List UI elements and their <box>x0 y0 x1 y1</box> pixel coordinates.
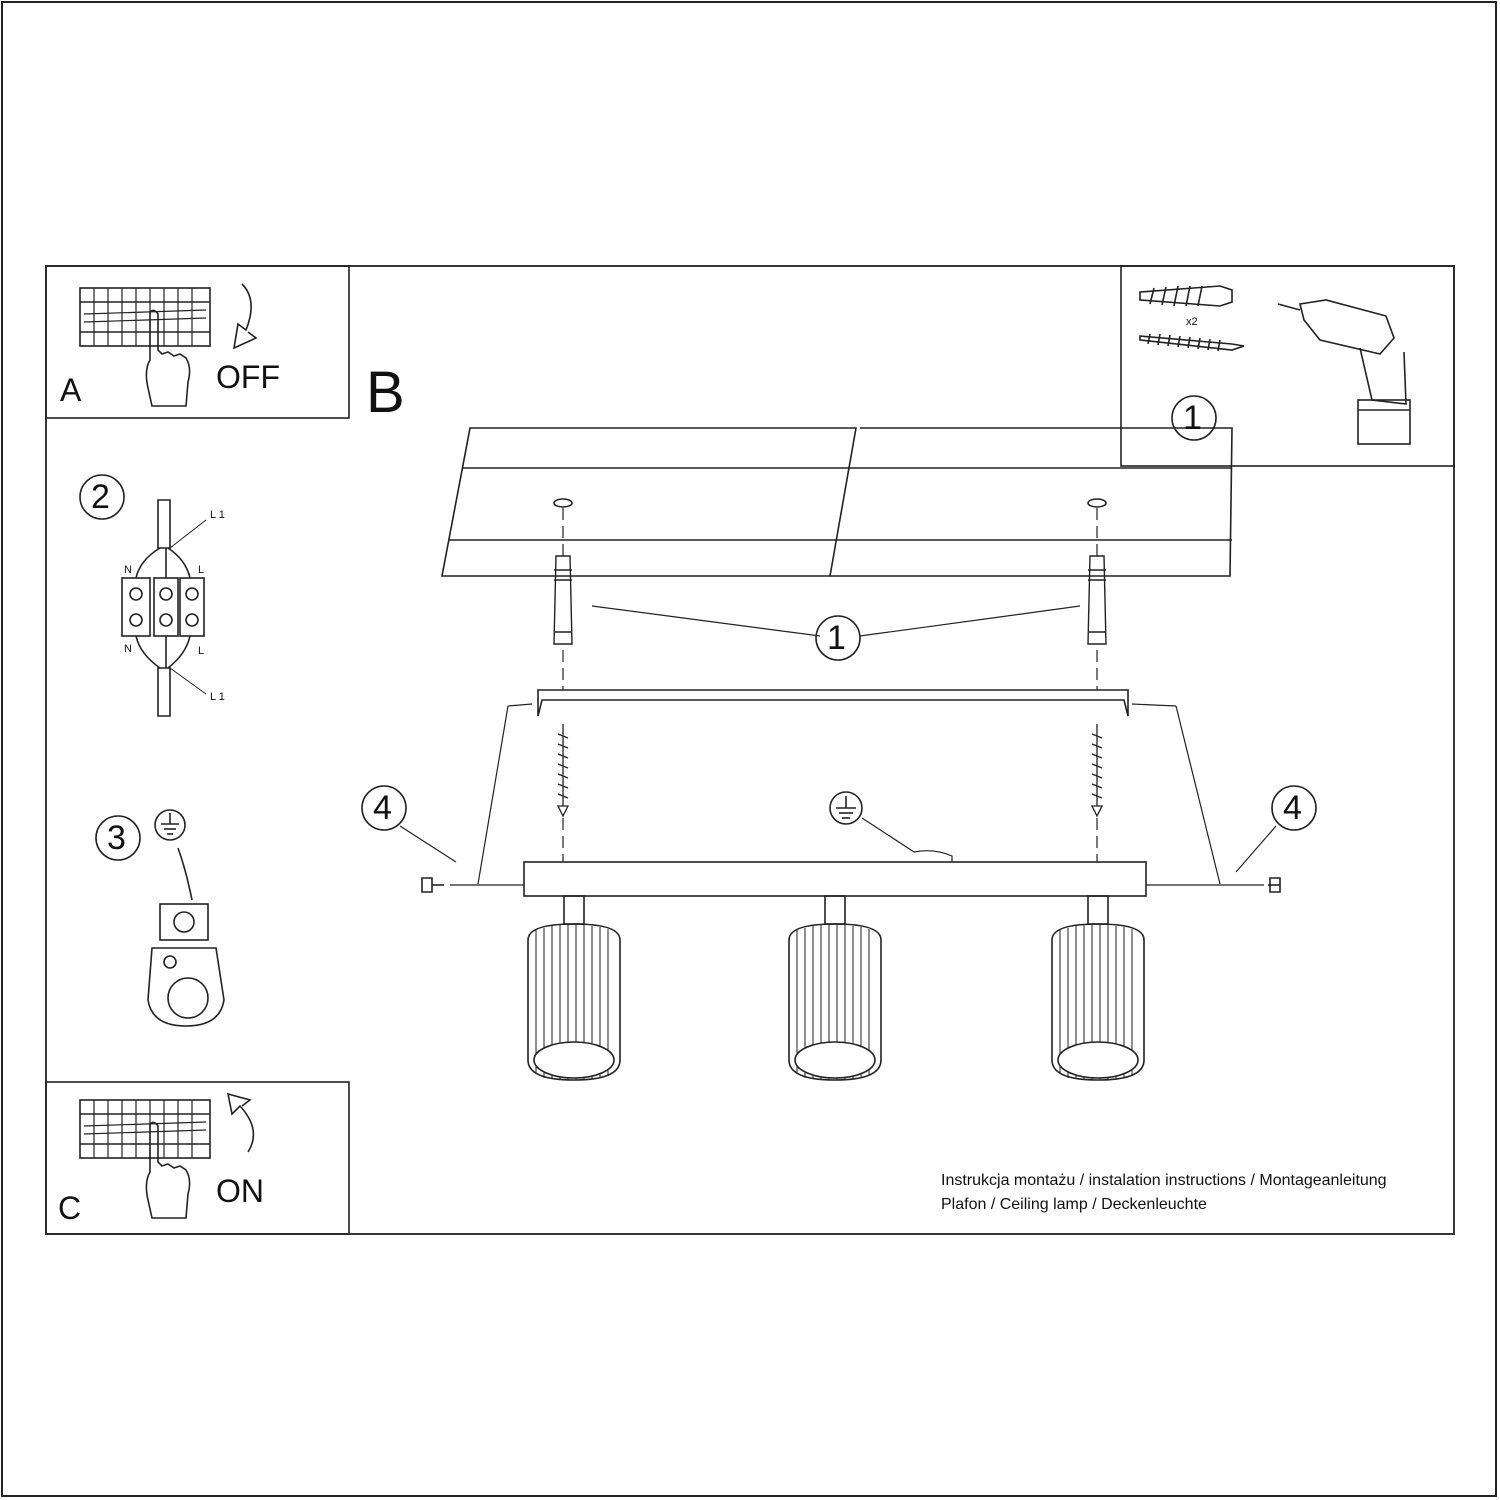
step-c-state: ON <box>216 1173 264 1209</box>
ceiling-holes <box>553 498 1107 508</box>
arrow-up-icon <box>226 1092 255 1153</box>
step-a-state: OFF <box>216 359 280 395</box>
breaker-panel-icon <box>79 287 211 347</box>
step-a-letter: A <box>60 372 82 408</box>
screw-icon <box>421 877 1281 893</box>
earth-terminal-icon <box>147 847 225 1027</box>
spotlight-icon <box>788 895 882 1081</box>
wire-label-n-top: N <box>124 564 132 576</box>
step-b-letter: B <box>366 360 405 425</box>
caption-line-1: Instrukcja montażu / instalation instruc… <box>941 1172 1387 1189</box>
mounting-bracket <box>537 689 1129 717</box>
terminal-block-icon <box>121 499 207 717</box>
earth-symbol-icon <box>154 809 186 841</box>
panel-c-frame <box>45 1081 350 1235</box>
callout-side-screw-right: 4 <box>1283 789 1302 827</box>
callout-fixings: 1 <box>827 619 846 657</box>
wall-plug-icon <box>1139 285 1233 307</box>
wire-label-l-top: L <box>198 564 205 576</box>
panel-a-frame <box>45 265 350 419</box>
spotlight-icon <box>527 895 621 1081</box>
lamp-bar <box>523 861 1147 897</box>
screw-icon <box>556 724 1104 818</box>
callout-wiring: 2 <box>91 478 110 516</box>
callout-side-screw-left: 4 <box>373 789 392 827</box>
wire-label-l1-top: L 1 <box>210 509 225 521</box>
wire-label-n-bottom: N <box>124 643 132 655</box>
callout-tools: 1 <box>1183 399 1202 437</box>
screw-icon <box>1139 333 1245 352</box>
wire-label-l1-bottom: L 1 <box>210 691 225 703</box>
ceiling-panel <box>441 427 1233 577</box>
outer-frame <box>45 265 1455 1235</box>
hand-icon <box>145 309 191 407</box>
caption-line-2: Plafon / Ceiling lamp / Deckenleuchte <box>941 1196 1207 1213</box>
callout-earth: 3 <box>107 819 126 857</box>
arrow-down-icon <box>232 283 258 350</box>
spotlight-icon <box>1051 895 1145 1081</box>
wall-plug-icon <box>553 555 1107 645</box>
kit-quantity: x2 <box>1186 316 1198 328</box>
panel-tools-frame <box>1120 265 1455 467</box>
wire-label-l-bottom: L <box>198 645 205 657</box>
step-c-letter: C <box>58 1190 82 1226</box>
breaker-panel-icon <box>79 1099 211 1159</box>
drill-icon <box>1277 299 1411 445</box>
hand-icon <box>145 1121 191 1219</box>
earth-symbol-icon <box>829 791 863 825</box>
